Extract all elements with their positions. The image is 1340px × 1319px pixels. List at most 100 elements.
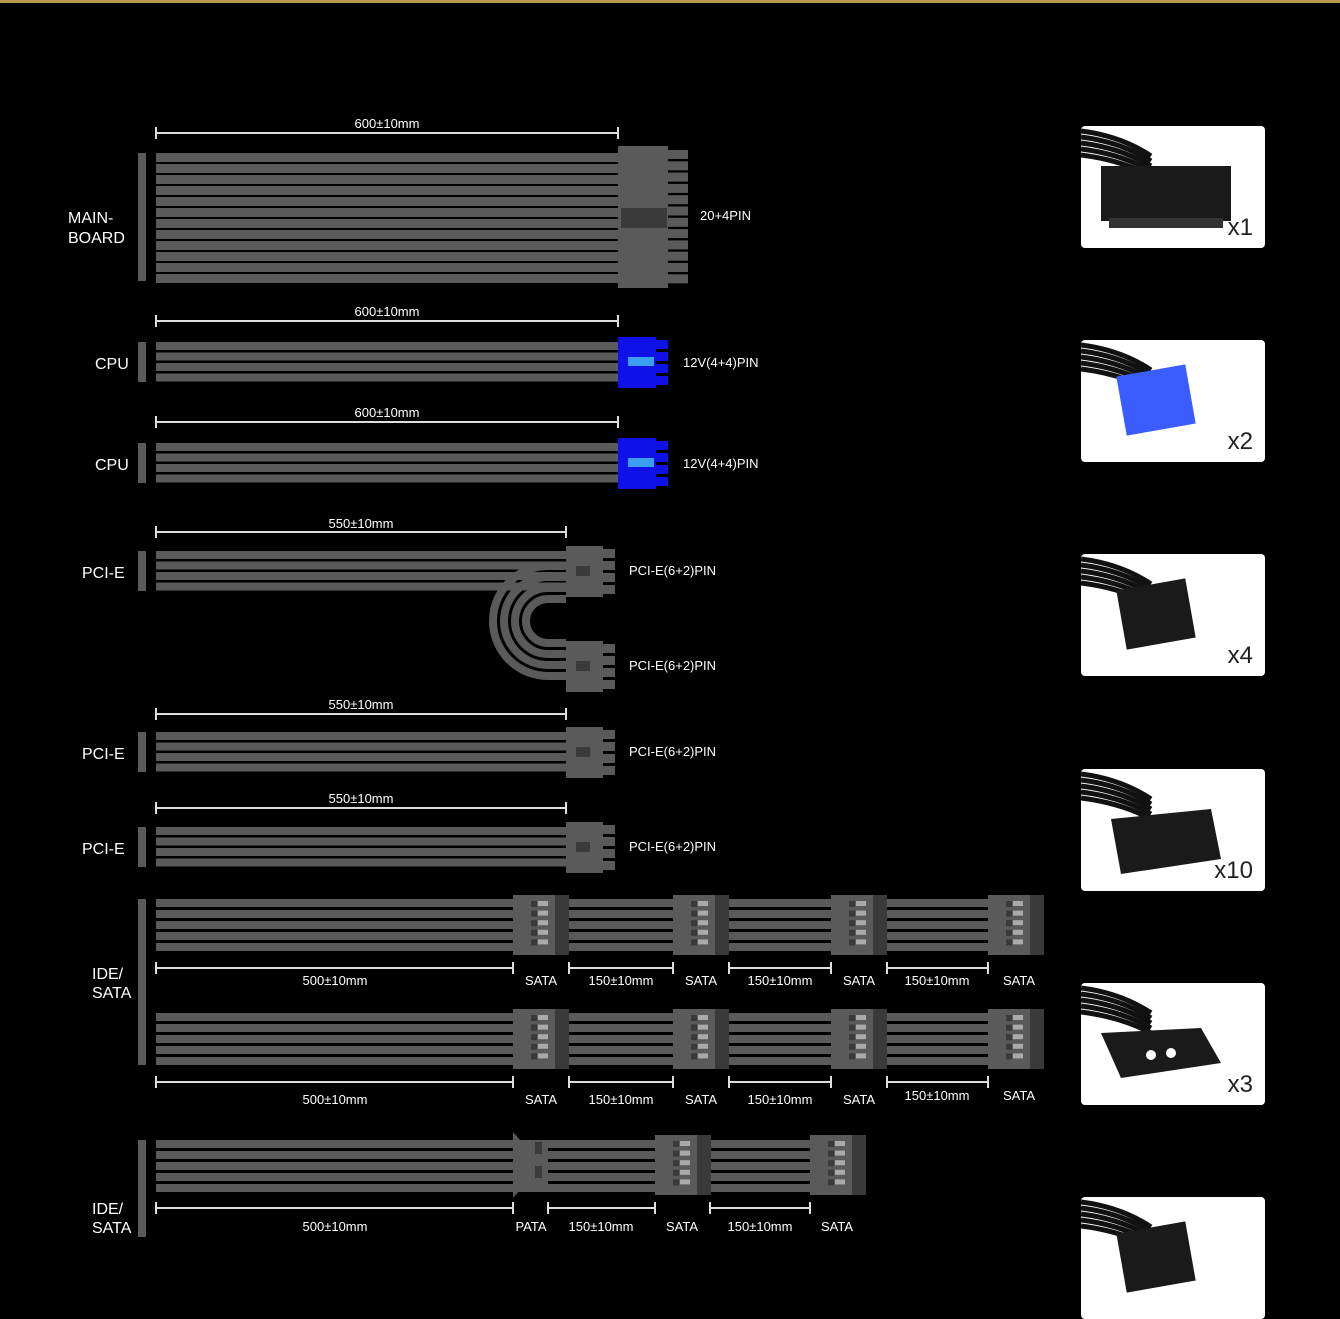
pin-slot <box>1006 1034 1012 1041</box>
connector-latch <box>628 458 654 467</box>
wire <box>156 572 566 580</box>
length-label: 500±10mm <box>303 1219 368 1234</box>
connector-edge <box>1030 895 1044 955</box>
pin-slot <box>691 939 697 946</box>
pin-contact <box>680 1150 690 1156</box>
pin-slot <box>691 1015 697 1021</box>
pin-contact <box>698 1034 708 1040</box>
wire <box>156 921 1044 929</box>
wire <box>156 1184 866 1192</box>
connector-pin <box>656 376 668 385</box>
length-label: 550±10mm <box>329 697 394 712</box>
cable-sleeve-bar <box>138 153 146 281</box>
connector-pin <box>668 229 688 239</box>
connector-label: SATA <box>525 1092 557 1107</box>
quantity-label: x3 <box>1227 1071 1253 1098</box>
connector-pin <box>668 183 688 193</box>
wire <box>156 252 618 261</box>
pin-slot <box>531 1043 537 1050</box>
connector-label: 12V(4+4)PIN <box>683 456 759 471</box>
pin-contact <box>856 910 866 916</box>
wire <box>156 186 618 195</box>
connector-edge <box>555 1009 569 1069</box>
pin-slot <box>1006 1043 1012 1050</box>
connector-label: SATA <box>821 1219 853 1234</box>
floppy-connector-thumbnail <box>1081 1197 1265 1319</box>
pin-slot <box>691 920 697 927</box>
pin-contact <box>856 1043 866 1049</box>
pin-contact <box>680 1179 690 1185</box>
split-wire <box>489 562 566 680</box>
pin-slot <box>849 1015 855 1021</box>
wire <box>156 474 618 483</box>
row-label-ide-sata: IDE/ <box>92 1201 124 1218</box>
pin-contact <box>538 1015 548 1020</box>
wire <box>156 453 618 462</box>
pin-contact <box>698 920 708 926</box>
length-label: 150±10mm <box>748 973 813 988</box>
connector-pin <box>603 644 615 653</box>
pin-slot <box>849 939 855 946</box>
pin-slot <box>1006 1015 1012 1021</box>
pin-slot <box>531 929 537 936</box>
wire <box>156 858 566 867</box>
wire <box>156 1173 866 1181</box>
pin-contact <box>538 910 548 916</box>
pin-contact <box>1013 920 1023 926</box>
row-label-mainboard: BOARD <box>68 230 125 247</box>
pin-slot <box>531 1034 537 1041</box>
pin-slot <box>673 1169 679 1176</box>
pin-slot <box>691 901 697 907</box>
pin-slot <box>691 1053 697 1060</box>
connector-latch <box>628 357 654 366</box>
connector-latch <box>576 747 590 757</box>
connector-pin <box>668 195 688 205</box>
connector-pin <box>603 573 615 582</box>
pin-contact <box>698 910 708 916</box>
pin-contact <box>856 1053 866 1059</box>
pin-contact <box>698 929 708 935</box>
connector-pin <box>656 352 668 361</box>
wire <box>156 1024 1044 1032</box>
wire <box>156 763 566 772</box>
pin-slot <box>849 929 855 936</box>
row-label-pcie: PCI-E <box>82 565 125 582</box>
connector-pin <box>668 150 688 159</box>
atx-24pin-connector-icon <box>1081 128 1231 228</box>
pin-contact <box>680 1160 690 1166</box>
pin-contact <box>698 1024 708 1030</box>
connector-label: SATA <box>843 973 875 988</box>
pin-slot <box>531 939 537 946</box>
pin-slot <box>691 1024 697 1031</box>
pin-slot <box>1006 920 1012 927</box>
row-label-pcie: PCI-E <box>82 841 125 858</box>
connector-edge <box>852 1135 866 1195</box>
pin-slot <box>828 1150 834 1157</box>
molex-connector-thumbnail: x3 <box>1081 983 1265 1105</box>
top-accent-strip <box>0 0 1340 3</box>
pcie-8pin-connector-thumbnail: x4 <box>1081 554 1265 676</box>
connector-label: PCI-E(6+2)PIN <box>629 839 716 854</box>
connector-pin <box>603 754 615 763</box>
connector-edge <box>715 895 729 955</box>
connector-pin <box>656 340 668 349</box>
wire <box>156 197 618 206</box>
split-wire <box>511 584 566 658</box>
pin-slot <box>849 910 855 917</box>
connector-pin <box>656 441 668 450</box>
pin-slot <box>535 1142 542 1154</box>
connector-label: PATA <box>515 1219 546 1234</box>
pin-contact <box>1013 1034 1023 1040</box>
split-wire <box>522 595 566 647</box>
pin-contact <box>698 1043 708 1049</box>
connector-pin <box>603 549 615 558</box>
pin-slot <box>828 1141 834 1147</box>
length-label: 150±10mm <box>728 1219 793 1234</box>
length-label: 150±10mm <box>905 1088 970 1103</box>
wire <box>156 1140 866 1148</box>
connector-pin <box>603 561 615 570</box>
cable-sleeve-bar <box>138 732 146 772</box>
wire <box>156 373 618 382</box>
cable-sleeve-bar <box>138 827 146 867</box>
